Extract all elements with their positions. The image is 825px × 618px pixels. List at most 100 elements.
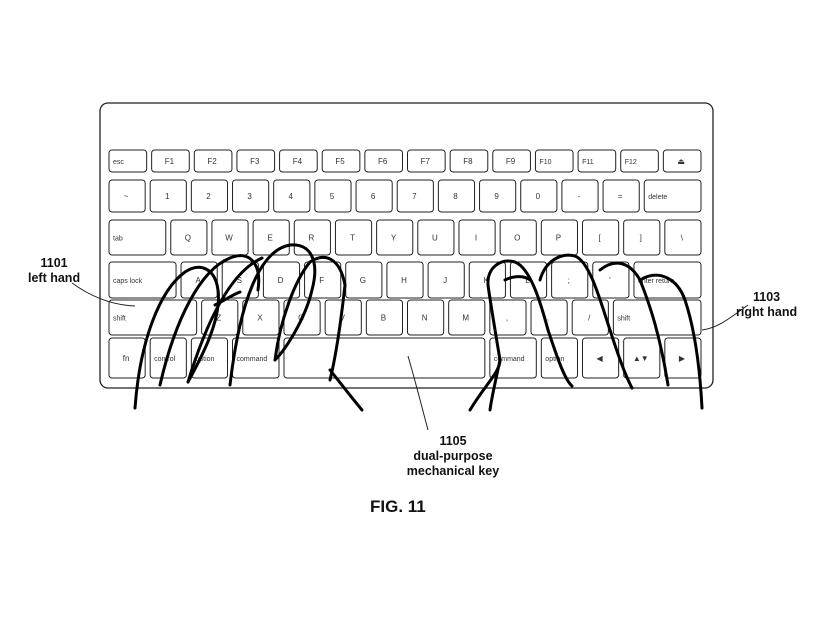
key-label: V xyxy=(340,314,346,323)
key-label: = xyxy=(618,192,623,201)
key-label: [ xyxy=(598,234,601,243)
key xyxy=(345,261,383,299)
key-label: F1 xyxy=(165,157,175,166)
key-label: tab xyxy=(113,236,123,243)
key xyxy=(376,219,414,256)
key-label: delete xyxy=(648,194,667,201)
key xyxy=(489,299,527,336)
keyboard-outline xyxy=(99,102,714,389)
key-label: caps lock xyxy=(113,278,143,285)
key xyxy=(499,219,537,256)
key-label: F5 xyxy=(335,157,345,166)
key-label: J xyxy=(443,276,447,285)
key-label: G xyxy=(360,276,366,285)
key-label: ⏏ xyxy=(677,157,685,166)
key-label: N xyxy=(422,314,428,323)
key xyxy=(232,179,270,213)
key-label: Z xyxy=(216,314,221,323)
key-number: 1105 xyxy=(439,434,467,448)
key-label: F xyxy=(319,276,324,285)
key-label: B xyxy=(381,314,386,323)
key xyxy=(437,179,476,213)
key-label: esc xyxy=(113,159,124,166)
key-label: control xyxy=(154,356,175,363)
key-label: 8 xyxy=(453,192,458,201)
key-label: F2 xyxy=(207,157,217,166)
key xyxy=(489,337,537,379)
key xyxy=(211,219,249,256)
key xyxy=(662,149,702,173)
key-label: option xyxy=(545,356,564,363)
key-label: Y xyxy=(391,234,397,243)
key xyxy=(643,179,702,213)
key-text-line2: mechanical key xyxy=(406,464,500,478)
key-label: ' xyxy=(609,276,611,285)
key-label: 0 xyxy=(536,192,541,201)
key xyxy=(236,149,276,173)
key-label: 6 xyxy=(371,192,376,201)
space-bar-key xyxy=(283,337,486,379)
key xyxy=(149,179,187,213)
key xyxy=(664,337,702,379)
key xyxy=(623,219,661,256)
key-label: F12 xyxy=(625,159,637,166)
key xyxy=(540,219,578,256)
key xyxy=(314,179,352,213)
key xyxy=(151,149,190,173)
key xyxy=(365,299,403,336)
key xyxy=(417,219,455,256)
key-label: fn xyxy=(123,354,130,363)
key-label: 5 xyxy=(330,192,335,201)
key-label: U xyxy=(432,234,438,243)
key xyxy=(396,179,434,213)
key-label: / xyxy=(588,314,591,323)
key xyxy=(620,149,659,173)
key-label: ▲▼ xyxy=(633,354,649,363)
key xyxy=(551,261,589,299)
key-label: , xyxy=(506,314,508,323)
key-label: 3 xyxy=(247,192,252,201)
key-label: H xyxy=(401,276,407,285)
key xyxy=(540,337,578,379)
right-hand-text: right hand xyxy=(736,305,798,319)
key xyxy=(571,299,609,336)
key xyxy=(364,149,404,173)
key-label: R xyxy=(308,234,314,243)
key xyxy=(108,337,146,379)
key-label: 2 xyxy=(206,192,211,201)
left-hand-number: 1101 xyxy=(40,256,68,270)
key-label: 1 xyxy=(165,192,170,201)
key-label: option xyxy=(195,356,214,363)
key-label: F6 xyxy=(378,157,388,166)
key xyxy=(386,261,424,299)
key xyxy=(561,179,599,213)
key xyxy=(520,179,558,213)
key-label: F11 xyxy=(582,159,594,166)
key xyxy=(108,179,146,213)
key xyxy=(633,261,702,299)
key-label: enter return xyxy=(638,278,674,285)
label-right-hand: 1103 right hand xyxy=(736,290,797,320)
key-label: M xyxy=(462,314,469,323)
right-hand-drawing xyxy=(468,253,704,412)
key-label: D xyxy=(278,276,284,285)
key-label: L xyxy=(525,276,530,285)
key xyxy=(458,219,496,256)
key-label: X xyxy=(257,314,263,323)
key-label: W xyxy=(225,234,233,243)
key-label: F8 xyxy=(463,157,473,166)
key xyxy=(355,179,393,213)
key xyxy=(190,179,229,213)
key-label: Q xyxy=(185,234,191,243)
key xyxy=(193,149,233,173)
key xyxy=(273,179,311,213)
key-label: F4 xyxy=(293,157,303,166)
key-label: I xyxy=(475,234,477,243)
key xyxy=(449,149,489,173)
key-label: T xyxy=(350,234,355,243)
key xyxy=(427,261,465,299)
key xyxy=(407,299,445,336)
key-label: shift xyxy=(617,316,630,323)
key-label: 9 xyxy=(494,192,499,201)
